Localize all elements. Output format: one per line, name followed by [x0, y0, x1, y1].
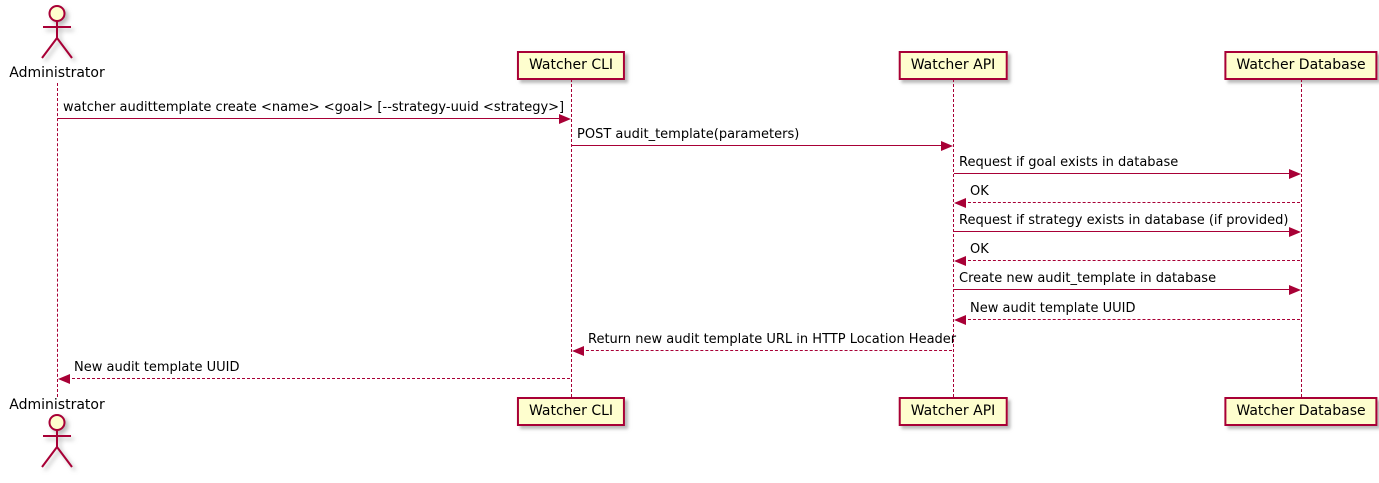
message-arrowhead	[1289, 285, 1301, 295]
message-label: Create new audit_template in database	[959, 271, 1217, 286]
participant-box-watcher-cli: Watcher CLI	[516, 397, 626, 426]
message-line	[954, 231, 1296, 232]
participant-label-administrator: Administrator	[9, 65, 105, 81]
message-line	[958, 260, 1300, 261]
participant-box-watcher-cli: Watcher CLI	[516, 51, 626, 80]
message-line	[954, 173, 1296, 174]
message-label: Request if goal exists in database	[959, 155, 1179, 170]
message-line	[58, 118, 566, 119]
message-arrowhead	[954, 256, 966, 266]
message-arrowhead	[1289, 227, 1301, 237]
actor-icon	[37, 4, 77, 66]
message-line	[576, 350, 952, 351]
participant-box-watcher-api: Watcher API	[898, 51, 1008, 80]
message-arrowhead	[954, 315, 966, 325]
actor-icon	[37, 413, 77, 475]
message-arrowhead	[559, 114, 571, 124]
message-label: POST audit_template(parameters)	[577, 127, 800, 142]
message-line	[958, 319, 1300, 320]
message-label: watcher audittemplate create <name> <goa…	[63, 100, 565, 115]
participant-label-administrator: Administrator	[9, 397, 105, 413]
lifeline-watcher-database	[1301, 79, 1302, 397]
message-arrowhead	[941, 141, 953, 151]
message-arrowhead	[954, 198, 966, 208]
message-arrowhead	[572, 346, 584, 356]
message-arrowhead	[58, 374, 70, 384]
lifeline-watcher-api	[953, 79, 954, 397]
lifeline-administrator	[57, 83, 58, 397]
message-label: OK	[970, 184, 989, 199]
message-line	[62, 378, 570, 379]
participant-box-watcher-api: Watcher API	[898, 397, 1008, 426]
message-label: Return new audit template URL in HTTP Lo…	[588, 332, 957, 347]
participant-box-watcher-database: Watcher Database	[1224, 51, 1378, 80]
message-label: New audit template UUID	[970, 301, 1136, 316]
message-label: OK	[970, 242, 989, 257]
participant-box-watcher-database: Watcher Database	[1224, 397, 1378, 426]
message-line	[572, 145, 948, 146]
message-line	[958, 202, 1300, 203]
message-arrowhead	[1289, 169, 1301, 179]
message-label: Request if strategy exists in database (…	[959, 213, 1289, 228]
message-label: New audit template UUID	[74, 360, 240, 375]
lifeline-watcher-cli	[571, 79, 572, 397]
message-line	[954, 289, 1296, 290]
